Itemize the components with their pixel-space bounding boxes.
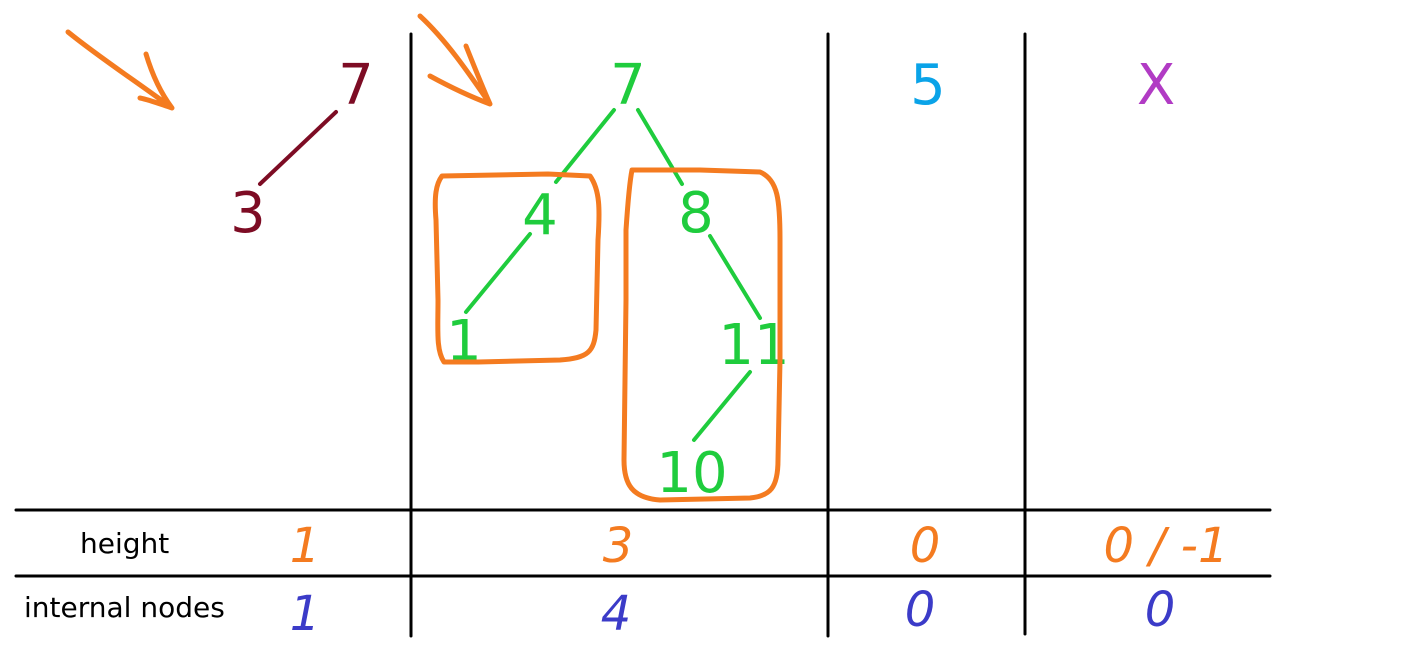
tree-1-edge [258, 110, 338, 186]
tree-2-node-4: 4 [522, 183, 558, 248]
height-value-col1: 1 [290, 518, 321, 574]
height-value-col2: 3 [603, 518, 634, 574]
tree-2-edge-root-right [636, 108, 684, 186]
internal-nodes-value-col2: 4 [601, 586, 632, 642]
tree-2-edge-8-11 [708, 234, 762, 320]
tree-1: 7 3 [230, 53, 374, 246]
internal-nodes-row-label: internal nodes [24, 591, 225, 624]
internal-nodes-value-col3: 0 [905, 582, 936, 638]
subtree-left-box [432, 171, 602, 365]
tree-2-node-10: 10 [656, 441, 727, 506]
tree-4-root-node: X [1137, 53, 1175, 118]
tree-2-edge-11-10 [692, 370, 752, 442]
tree-2-edge-4-1 [464, 232, 532, 314]
tree-3-root-node: 5 [910, 53, 946, 118]
tree-2-node-8: 8 [678, 181, 714, 246]
height-value-col4: 0 / -1 [1103, 518, 1228, 574]
internal-nodes-value-col4: 0 [1145, 582, 1176, 638]
tree-2: 7 4 1 8 11 10 [446, 53, 789, 506]
annotations [65, 13, 783, 503]
height-row-label: height [80, 527, 169, 560]
tree-2-root-node: 7 [610, 53, 646, 118]
tree-2-edge-root-left [554, 108, 616, 184]
tree-1-left-node: 3 [230, 181, 266, 246]
tree-1-root-node: 7 [338, 53, 374, 118]
height-value-col3: 0 [910, 518, 941, 574]
table-grid [14, 32, 1272, 638]
arrow-2-icon [417, 13, 493, 107]
subtree-right-box [621, 167, 783, 503]
arrow-1-icon [65, 29, 175, 111]
internal-nodes-value-col1: 1 [290, 586, 321, 642]
